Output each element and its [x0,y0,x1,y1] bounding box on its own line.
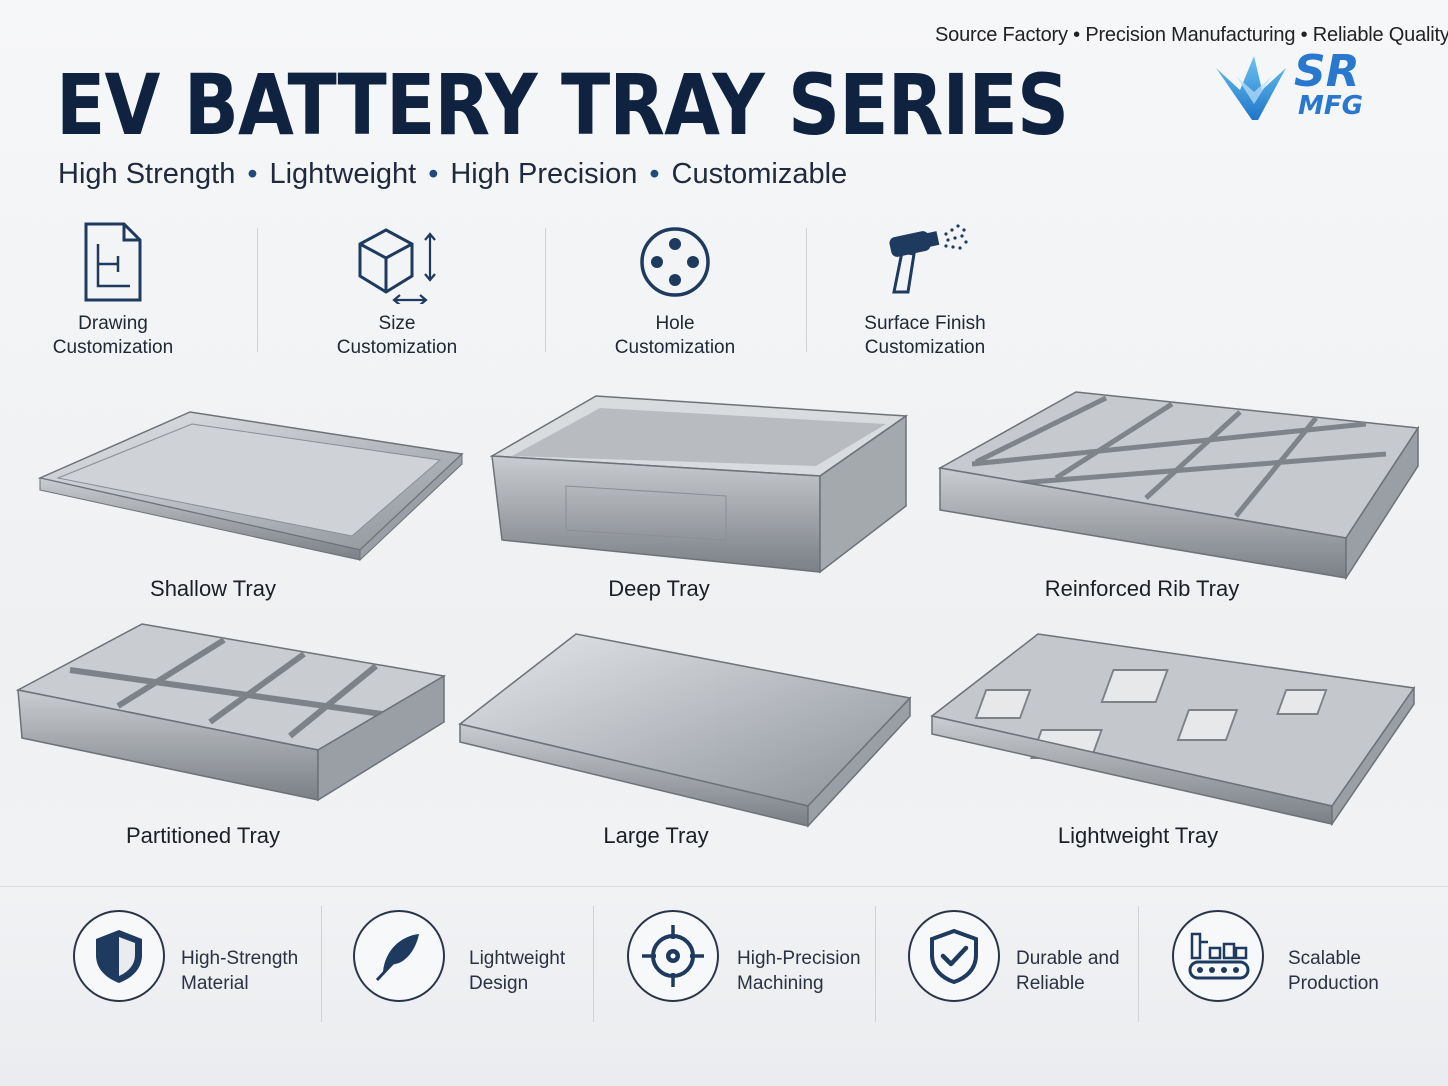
surface-finish-customization: Surface Finish Customization [858,220,992,360]
subtitle-item: High Strength [58,158,236,190]
spray-gun-icon [889,224,968,294]
custom-label: Surface Finish Customization [864,313,986,358]
page-title: EV BATTERY TRAY SERIES [56,56,1069,154]
drawing-document-icon [84,222,142,302]
feature-lightweight: Lightweight Design [353,910,583,1020]
feature-high-precision: High-Precision Machining [627,910,867,1020]
feature-label: Scalable Production [1288,948,1379,994]
feature-high-strength: High-Strength Material [73,910,313,1020]
custom-label: Drawing Customization [52,313,174,358]
feature-icon-circle [627,910,719,1002]
shield-icon [96,930,142,983]
reinforced-rib-tray-image [936,388,1422,587]
shield-check-icon [930,928,978,985]
large-tray-image [456,630,914,835]
logo-text-bottom: MFG [1298,91,1363,121]
deep-tray-image [486,390,912,581]
hole-pattern-icon [640,227,710,297]
size-customization: Size Customization [322,220,472,360]
partitioned-tray-image [14,620,448,809]
subtitle-item: High Precision [450,158,638,190]
feature-label: Durable and Reliable [1016,948,1120,994]
subtitle-item: Customizable [671,158,848,190]
tray-label: Lightweight Tray [1057,823,1219,848]
tray-label: Large Tray [603,823,709,848]
hole-customization: Hole Customization [600,220,750,360]
feature-label: Lightweight Design [469,948,566,994]
lightweight-tray-image [928,630,1418,831]
feature-icon-circle [1172,910,1264,1002]
feature-icon-circle [353,910,445,1002]
drawing-customization: Drawing Customization [40,220,186,360]
tray-label: Partitioned Tray [125,823,281,848]
feature-durable: Durable and Reliable [908,910,1128,1020]
custom-label: Size Customization [336,313,458,358]
tray-label: Deep Tray [608,576,710,601]
shallow-tray-image [30,408,470,573]
cube-dimension-icon [358,228,436,304]
tray-label: Reinforced Rib Tray [1044,576,1240,601]
feature-scalable: Scalable Production [1172,910,1412,1020]
feather-icon [375,934,419,982]
custom-label: Hole Customization [614,313,736,358]
feature-label: High-Strength Material [181,948,299,994]
conveyor-factory-icon [1188,932,1250,980]
brand-logo: SR MFG [1214,46,1404,124]
feature-icon-circle [908,910,1000,1002]
subtitle-item: Lightweight [269,158,417,190]
tray-label: Shallow Tray [150,576,276,601]
crosshair-target-icon [642,925,704,987]
header-tagline: Source Factory • Precision Manufacturing… [935,24,1448,46]
feature-icon-circle [73,910,165,1002]
logo-text-top: SR [1294,46,1360,97]
subtitle-row: High Strength•Lightweight•High Precision… [58,158,848,190]
feature-label: High-Precision Machining [737,948,861,994]
